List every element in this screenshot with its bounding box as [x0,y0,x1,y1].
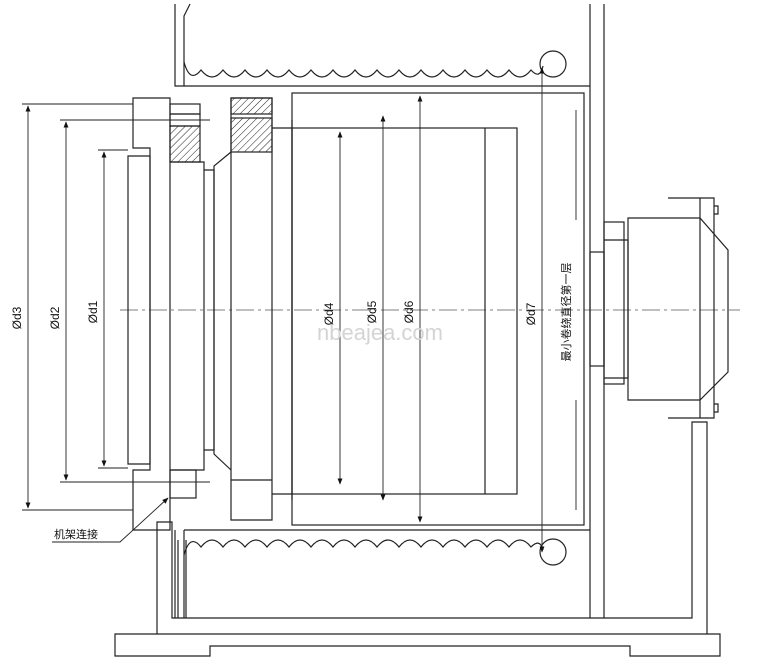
dim-label-d1: Ød1 [86,300,100,323]
dimension-lines [22,67,577,553]
rope-layer-top [183,61,590,87]
min-winding-diameter-note: 最小卷绕直径第一层 [559,263,573,362]
base-frame [114,421,721,657]
dim-label-d6: Ød6 [402,300,416,323]
right-gearbox [589,197,729,419]
dim-label-d7: Ød7 [524,302,538,325]
frame-connection-note: 机架连接 [54,527,98,541]
dim-label-d3: Ød3 [10,306,24,329]
rope-layer-bottom [183,529,590,556]
gear-hub [213,97,292,521]
left-side-plate [174,3,191,618]
watermark: nbeajea.com [317,320,443,345]
right-side-plate [589,4,605,618]
dim-label-d5: Ød5 [365,300,379,323]
dim-label-d2: Ød2 [48,306,62,329]
rope-end-circle-bottom [539,538,567,566]
rope-end-circle-top [539,50,567,78]
left-flange [127,97,215,531]
dim-label-d4: Ød4 [322,302,336,325]
